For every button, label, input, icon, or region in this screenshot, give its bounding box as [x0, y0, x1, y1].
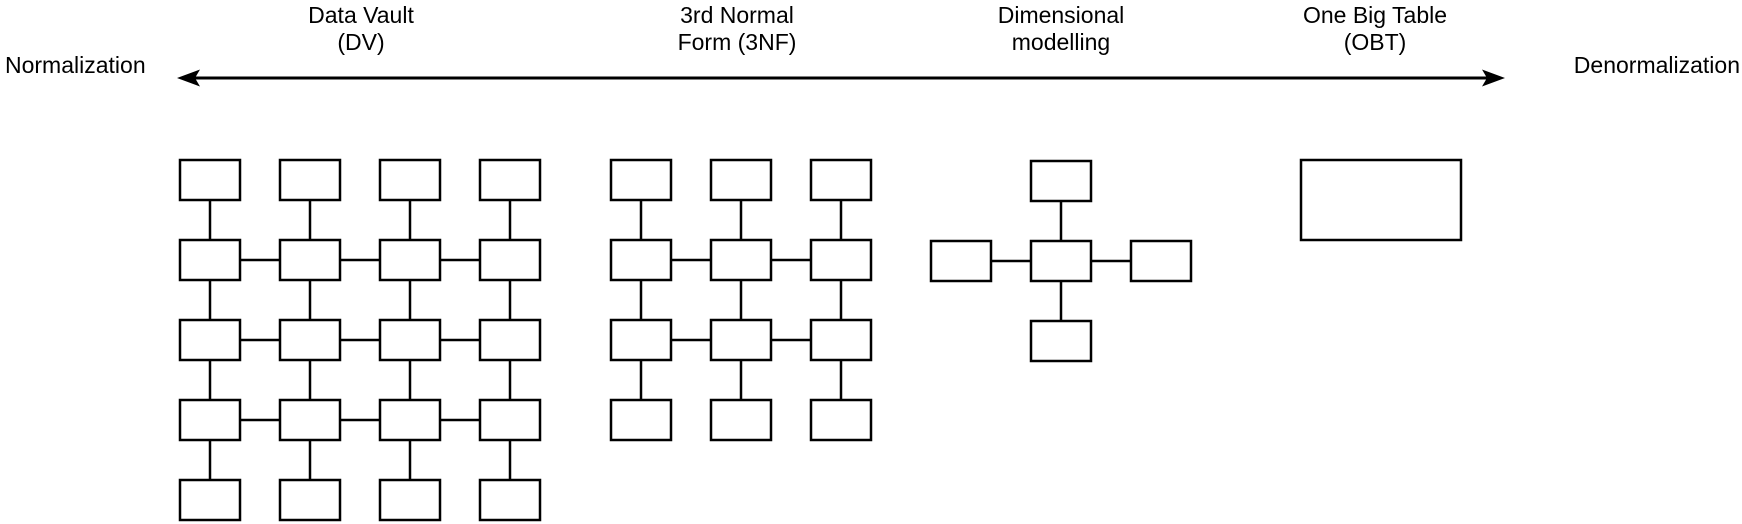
table-box	[178, 318, 242, 362]
star-schema	[929, 159, 1193, 363]
table-box	[929, 239, 993, 283]
section-label-one-big-table-line1: One Big Table	[1302, 2, 1448, 28]
table-box	[809, 158, 873, 202]
section-label-dimensional: Dimensional modelling	[998, 2, 1125, 56]
section-label-third-normal-form-line2: Form (3NF)	[677, 29, 797, 55]
table-box	[809, 398, 873, 442]
section-label-data-vault-line2: (DV)	[337, 29, 385, 55]
table-box	[709, 158, 773, 202]
table-box	[178, 238, 242, 282]
axis-label-denormalization: Denormalization	[1573, 52, 1740, 78]
table-box	[378, 398, 442, 442]
section-label-one-big-table-line2: (OBT)	[1343, 29, 1407, 55]
table-box	[609, 318, 673, 362]
table-box	[609, 238, 673, 282]
table-box	[478, 478, 542, 522]
section-label-third-normal-form: 3rd Normal Form (3NF)	[678, 2, 797, 56]
section-label-data-vault-line1: Data Vault	[308, 2, 414, 28]
table-box	[178, 158, 242, 202]
table-box	[1299, 158, 1463, 242]
table-box	[709, 238, 773, 282]
axis-label-normalization: Normalization	[5, 52, 146, 78]
table-box	[1129, 239, 1193, 283]
table-box	[478, 398, 542, 442]
section-label-dimensional-line1: Dimensional	[997, 2, 1125, 28]
third-normal-form-schema	[609, 158, 873, 442]
section-label-dimensional-line2: modelling	[1011, 29, 1111, 55]
data-vault-schema	[178, 158, 542, 522]
table-box	[709, 318, 773, 362]
table-box	[278, 318, 342, 362]
table-box	[178, 478, 242, 522]
table-box	[378, 238, 442, 282]
section-label-third-normal-form-line1: 3rd Normal	[680, 2, 794, 28]
table-box	[378, 158, 442, 202]
section-label-one-big-table: One Big Table (OBT)	[1303, 2, 1447, 56]
table-box	[809, 318, 873, 362]
table-box	[809, 238, 873, 282]
table-box	[478, 238, 542, 282]
table-box	[1029, 319, 1093, 363]
spectrum-arrow	[177, 69, 1505, 87]
table-box	[378, 318, 442, 362]
table-box	[278, 478, 342, 522]
table-box	[609, 158, 673, 202]
table-box	[1029, 239, 1093, 283]
arrowhead-left-icon	[177, 69, 200, 87]
table-box	[478, 318, 542, 362]
table-box	[1029, 159, 1093, 203]
table-box	[178, 398, 242, 442]
table-box	[278, 398, 342, 442]
table-box	[278, 238, 342, 282]
section-label-data-vault: Data Vault (DV)	[308, 2, 414, 56]
one-big-table-box	[1299, 158, 1463, 242]
table-box	[278, 158, 342, 202]
table-box	[609, 398, 673, 442]
table-box	[378, 478, 442, 522]
table-box	[478, 158, 542, 202]
arrowhead-right-icon	[1482, 69, 1505, 87]
table-box	[709, 398, 773, 442]
